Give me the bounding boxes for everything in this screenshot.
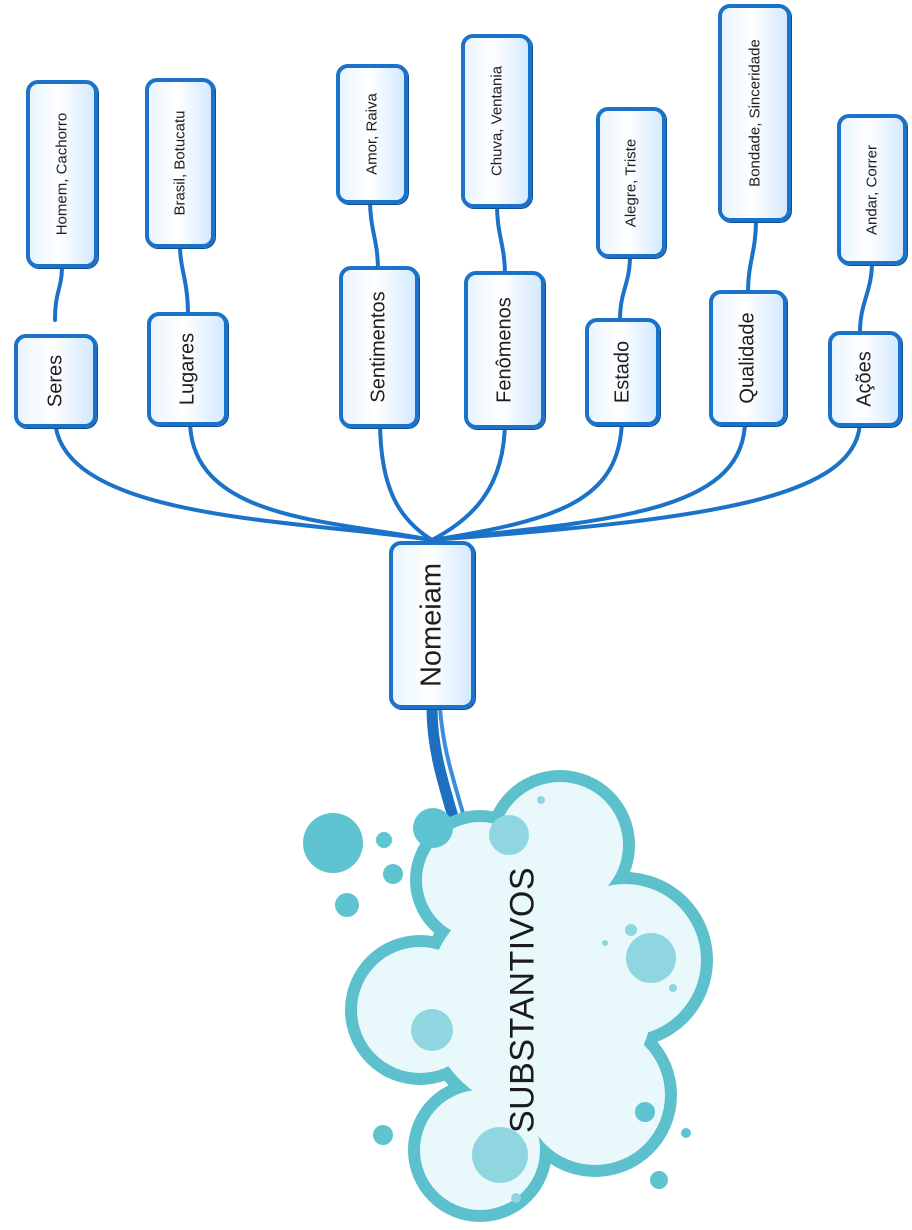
example-node-seres[interactable]: Homem, Cachorro [26,80,98,268]
connector-lugares-examples [178,243,190,317]
example-label: Brasil, Botucatu [171,110,189,216]
category-label: Seres [44,354,66,408]
connector-qualidade-examples [746,218,758,294]
connector-acoes-examples [858,260,874,334]
example-label: Andar, Correr [863,144,881,235]
category-node-fenomenos[interactable]: Fenômenos [464,271,545,429]
connector-fenomenos-examples [495,203,507,277]
example-node-acoes[interactable]: Andar, Correr [837,114,907,265]
connector-sentimentos-examples [368,198,380,272]
category-node-lugares[interactable]: Lugares [147,312,228,426]
decorative-bubbles [303,796,691,1203]
example-node-sentimentos[interactable]: Amor, Raiva [336,64,408,204]
category-label: Fenômenos [493,297,515,403]
root-node[interactable]: Nomeiam [389,541,475,709]
category-label: Ações [853,351,876,407]
example-label: Bondade, Sinceridade [746,39,763,187]
connector-fenomenos [430,418,507,542]
example-label: Alegre, Triste [622,138,640,227]
example-label: Homem, Cachorro [53,112,71,236]
cloud-topic-label: SUBSTANTIVOS [503,866,542,1134]
connector-estado [430,418,624,542]
example-label: Amor, Raiva [363,93,381,175]
connector-lines [53,198,874,542]
connector-lugares [188,418,434,542]
category-node-acoes[interactable]: Ações [828,331,902,427]
cloud-shape [345,770,713,1222]
connector-estado-examples [618,253,632,322]
connector-seres-examples [53,263,64,322]
category-label: Sentimentos [367,291,390,403]
example-node-fenomenos[interactable]: Chuva, Ventania [461,34,532,208]
category-node-sentimentos[interactable]: Sentimentos [339,266,419,428]
category-node-estado[interactable]: Estado [585,318,660,426]
category-node-qualidade[interactable]: Qualidade [709,290,787,426]
connector-acoes [430,418,862,542]
category-node-seres[interactable]: Seres [14,334,97,428]
example-node-estado[interactable]: Alegre, Triste [596,107,666,258]
example-node-qualidade[interactable]: Bondade, Sinceridade [718,4,791,222]
connector-sentimentos [378,418,434,542]
connector-seres [53,418,434,542]
example-node-lugares[interactable]: Brasil, Botucatu [145,78,215,248]
category-label: Estado [611,340,633,404]
root-node-label: Nomeiam [415,562,448,688]
example-label: Chuva, Ventania [488,65,505,177]
category-label: Qualidade [736,312,759,404]
category-label: Lugares [176,332,198,406]
connector-qualidade [430,418,747,542]
